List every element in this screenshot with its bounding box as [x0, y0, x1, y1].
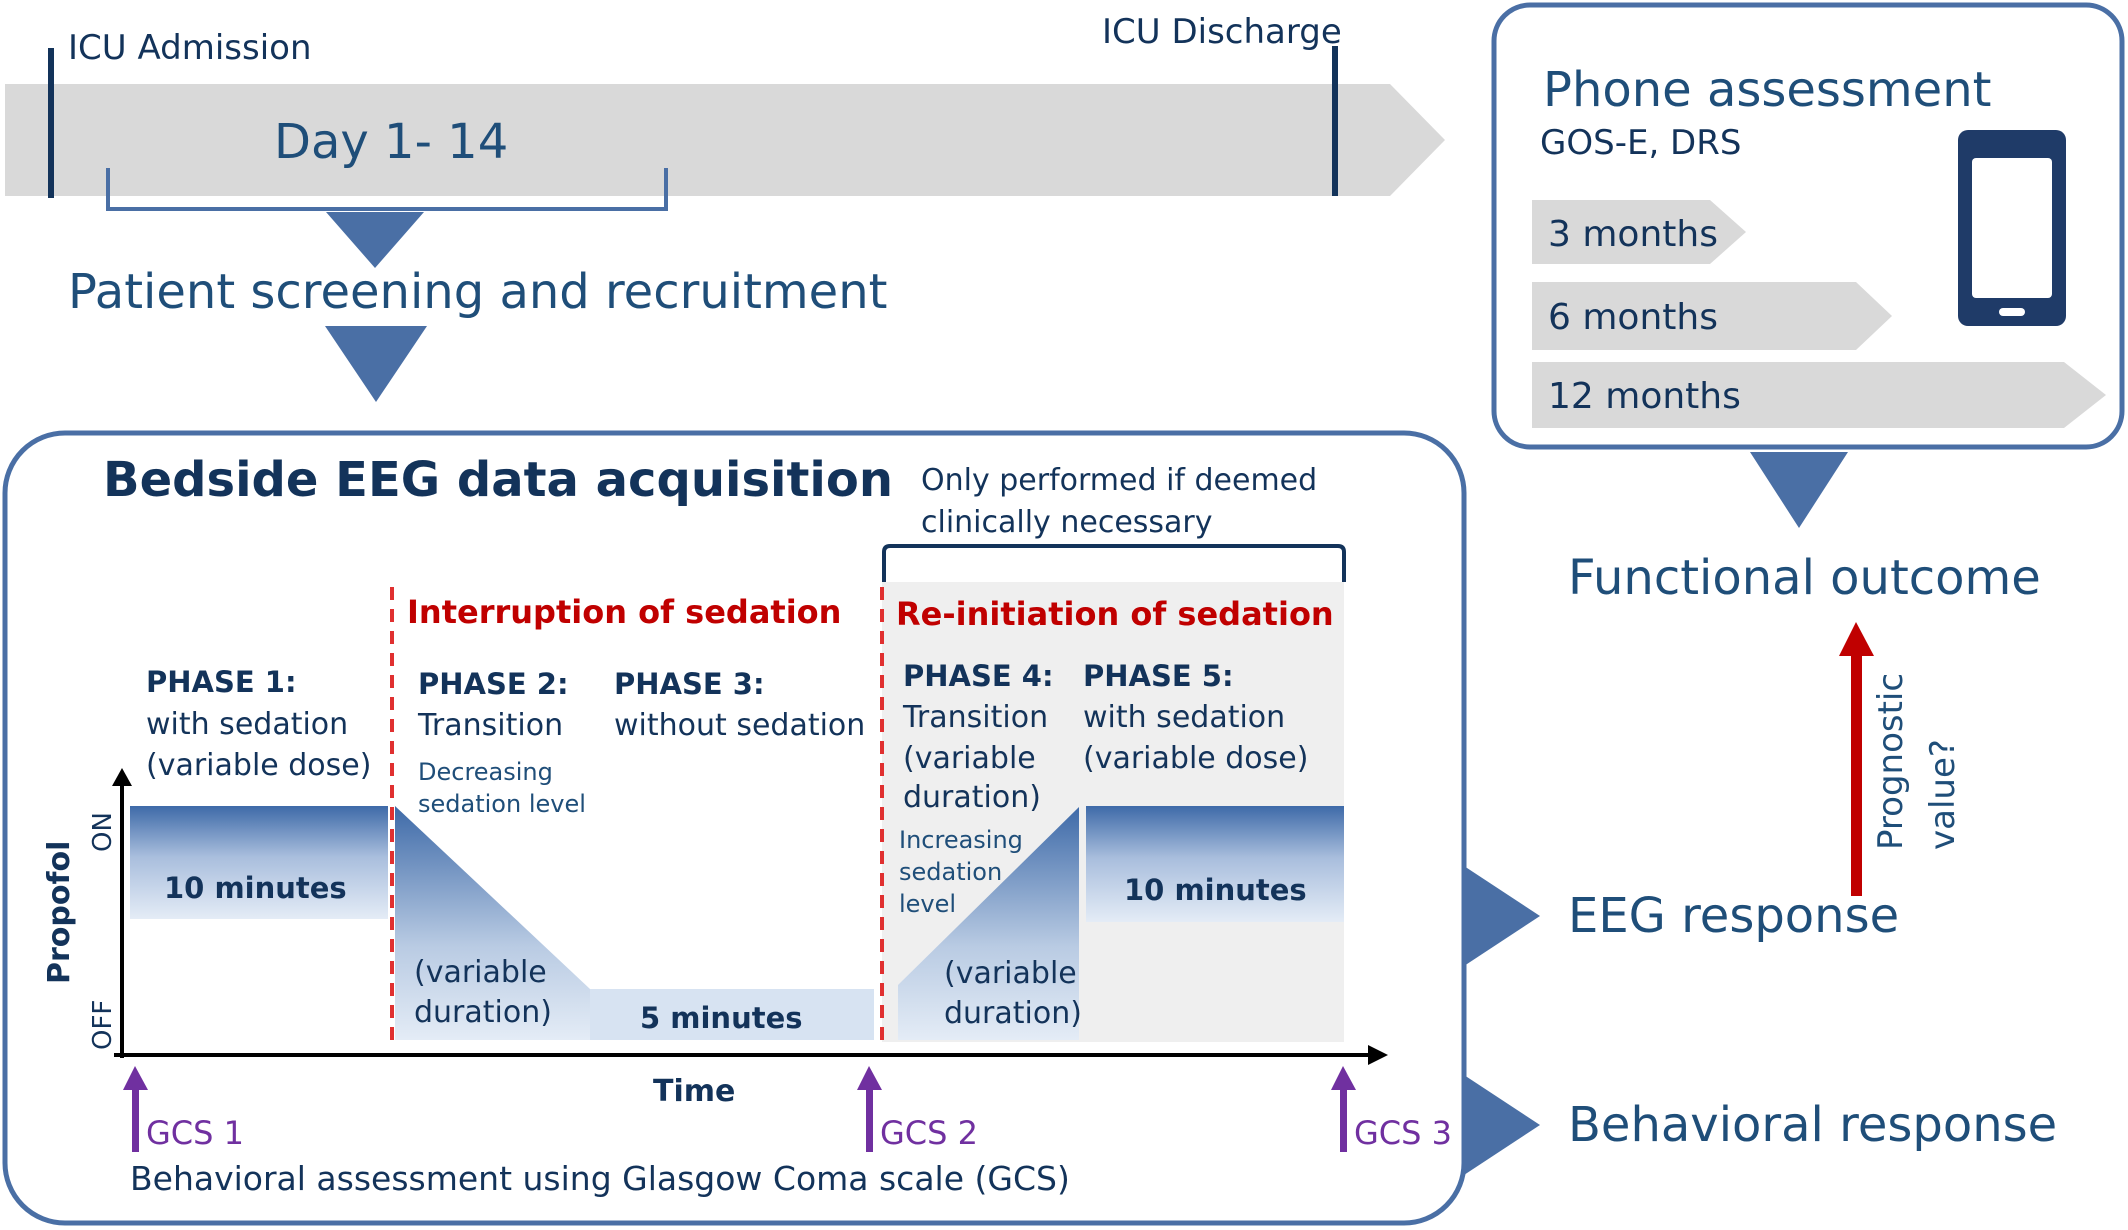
gcs-caption: Behavioral assessment using Glasgow Coma… [130, 1159, 1070, 1198]
prognostic-arrow [1839, 622, 1874, 896]
phase4-duration1: (variable [944, 956, 1077, 991]
phase1-line1: with sedation [146, 707, 348, 742]
phase4-increasing-slope [898, 807, 1079, 1040]
phase1-sedation-bar [130, 806, 388, 919]
gcs1-arrow [123, 1066, 148, 1152]
note-line1: Only performed if deemed [921, 463, 1317, 498]
interval-12-label: 12 months [1548, 376, 1741, 417]
functional-outcome-label: Functional outcome [1568, 550, 2041, 606]
x-axis-label: Time [653, 1074, 735, 1109]
screening-label: Patient screening and recruitment [68, 264, 887, 320]
behavioral-response-label: Behavioral response [1568, 1097, 2057, 1153]
phase2-line1: Transition [417, 708, 563, 743]
phase5-title: PHASE 5: [1083, 659, 1234, 693]
phase4-line1: Transition [902, 700, 1048, 735]
prognostic-line1: Prognostic [1871, 673, 1911, 850]
phase2-duration1: (variable [414, 955, 547, 990]
reinitiation-label: Re-initiation of sedation [896, 595, 1334, 633]
gcs2-arrow [857, 1066, 882, 1152]
note-line2: clinically necessary [921, 505, 1213, 540]
phase3-duration: 5 minutes [640, 1001, 803, 1035]
phase5-sedation-bar [1086, 806, 1344, 922]
gcs1-label: GCS 1 [146, 1114, 244, 1152]
recruitment-arrow [325, 326, 427, 402]
gcs2-label: GCS 2 [880, 1114, 978, 1152]
phase3-line1: without sedation [614, 708, 865, 743]
phase5-duration: 10 minutes [1124, 873, 1307, 907]
phone-to-functional-arrow [1750, 452, 1848, 528]
propofol-axes [112, 768, 1388, 1065]
gcs3-label: GCS 3 [1354, 1114, 1452, 1152]
phase1-line2: (variable dose) [146, 748, 371, 783]
y-axis-off: OFF [88, 1000, 118, 1050]
interval-12-months [1532, 362, 2106, 428]
y-axis-on: ON [88, 812, 118, 852]
interruption-label: Interruption of sedation [407, 593, 841, 631]
phase4-sub1: Increasing [899, 826, 1023, 854]
prognostic-line2: value? [1923, 739, 1963, 850]
phase4-line3: duration) [903, 780, 1041, 815]
phase3-title: PHASE 3: [614, 667, 765, 701]
discharge-label: ICU Discharge [1102, 12, 1342, 52]
phase4-sub3: level [899, 890, 956, 918]
behavioral-response-arrow [1464, 1075, 1540, 1175]
admission-label: ICU Admission [68, 28, 312, 68]
y-axis-label: Propofol [42, 841, 77, 984]
phase2-decreasing-slope [395, 806, 590, 1040]
note-bracket [882, 544, 1346, 582]
phase2-sub2: sedation level [418, 790, 586, 818]
phase4-duration2: duration) [944, 996, 1082, 1031]
smartphone-icon [1958, 130, 2066, 326]
phase4-sub2: sedation [899, 858, 1002, 886]
admission-marker [48, 48, 54, 198]
interval-3-label: 3 months [1548, 214, 1718, 255]
gcs3-arrow [1331, 1066, 1356, 1152]
phone-title: Phone assessment [1543, 62, 1991, 118]
phase5-line2: (variable dose) [1083, 741, 1308, 776]
phase5-line1: with sedation [1083, 700, 1285, 735]
phase1-title: PHASE 1: [146, 665, 297, 699]
phase4-line2: (variable [903, 741, 1036, 776]
eeg-response-arrow [1464, 866, 1540, 966]
day-range-bracket [106, 168, 668, 211]
phase3-off-bar [590, 989, 874, 1040]
screening-arrow [326, 212, 424, 268]
phone-subtitle: GOS-E, DRS [1540, 123, 1741, 163]
phase2-title: PHASE 2: [418, 667, 569, 701]
interval-6-label: 6 months [1548, 297, 1718, 338]
eeg-title: Bedside EEG data acquisition [103, 452, 893, 508]
phase2-sub1: Decreasing [418, 758, 553, 786]
discharge-marker [1332, 46, 1338, 196]
phase2-duration2: duration) [414, 995, 552, 1030]
timeline-band [5, 84, 1445, 196]
interval-3-months [1532, 200, 1746, 264]
day-range-label: Day 1- 14 [274, 114, 508, 170]
eeg-response-label: EEG response [1568, 888, 1899, 944]
interval-6-months [1532, 282, 1892, 350]
phase4-title: PHASE 4: [903, 659, 1054, 693]
phase1-duration: 10 minutes [164, 871, 347, 905]
